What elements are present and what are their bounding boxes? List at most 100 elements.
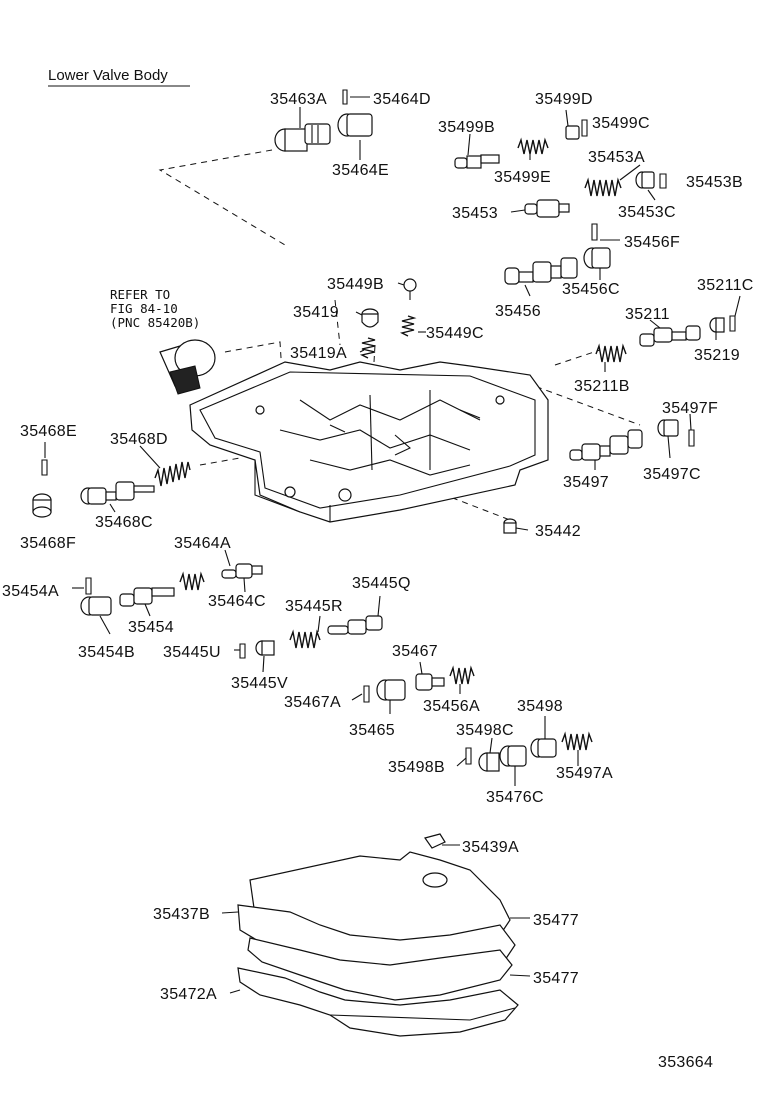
- label-35419A: 35419A: [290, 345, 347, 362]
- ball-35449B-icon: [403, 278, 417, 300]
- label-35445Q: 35445Q: [352, 575, 411, 592]
- sleeve-35465-icon: [376, 679, 406, 701]
- figure-number: 353664: [658, 1054, 713, 1071]
- plug-35463A-icon: [274, 123, 331, 152]
- plate-gasket-lower: [247, 937, 513, 1001]
- label-35468D: 35468D: [110, 431, 168, 448]
- reference-note-line1: REFER TO: [110, 287, 170, 302]
- gasket-35472A: [237, 967, 519, 1037]
- label-35467A: 35467A: [284, 694, 341, 711]
- label-35453B: 35453B: [686, 174, 743, 191]
- valve-35497-icon: [569, 429, 643, 461]
- valve-35464C-icon: [221, 563, 263, 579]
- label-35497A: 35497A: [556, 765, 613, 782]
- label-35497F: 35497F: [662, 400, 718, 417]
- sleeve-35454B-icon: [80, 596, 112, 616]
- spring-35497A-icon: [561, 731, 593, 751]
- label-35497C: 35497C: [643, 466, 701, 483]
- spring-35445R-icon: [289, 629, 321, 649]
- label-35499D: 35499D: [535, 91, 593, 108]
- label-35476C: 35476C: [486, 789, 544, 806]
- spring-35456A-icon: [449, 665, 475, 685]
- valve-35499B-icon: [454, 154, 500, 169]
- label-35464E: 35464E: [332, 162, 389, 179]
- valve-body: [189, 361, 549, 523]
- label-35453A: 35453A: [588, 149, 645, 166]
- part-labels: 35463A 35464D 35464E 35499D 35499B 35499…: [2, 91, 753, 1003]
- pin-35468E-icon: [41, 459, 48, 476]
- label-35465: 35465: [349, 722, 395, 739]
- label-35472A: 35472A: [160, 986, 217, 1003]
- label-35456: 35456: [495, 303, 541, 320]
- label-35453: 35453: [452, 205, 498, 222]
- valve-35467-icon: [415, 673, 445, 691]
- solenoid-icon: [159, 339, 216, 395]
- label-35498: 35498: [517, 698, 563, 715]
- pin-35464D-icon: [342, 89, 348, 105]
- reference-note: REFER TO FIG 84-10 (PNC 85420B): [110, 287, 200, 330]
- diagram-title: Lower Valve Body: [48, 67, 168, 84]
- label-35464A: 35464A: [174, 535, 231, 552]
- label-35464C: 35464C: [208, 593, 266, 610]
- label-35467: 35467: [392, 643, 438, 660]
- label-35456C: 35456C: [562, 281, 620, 298]
- reference-note-line2: FIG 84-10: [110, 301, 178, 316]
- label-35442: 35442: [535, 523, 581, 540]
- pin-35499C-icon: [581, 119, 588, 137]
- piston-35419-icon: [361, 308, 379, 328]
- label-35468E: 35468E: [20, 423, 77, 440]
- label-35468F: 35468F: [20, 535, 76, 552]
- pin-35498B-icon: [465, 747, 472, 765]
- pin-35456F-icon: [591, 223, 598, 241]
- sleeve-35497C-icon: [657, 419, 679, 437]
- valve-35453-icon: [524, 199, 570, 218]
- sleeve-35453C-icon: [635, 171, 655, 189]
- plug-35468F-icon: [32, 493, 52, 518]
- pin-35211C-icon: [729, 315, 736, 332]
- plug-35442-icon: [503, 518, 517, 534]
- pin-35454A-icon: [85, 577, 92, 595]
- spring-35468D-icon: [154, 461, 191, 487]
- label-35498C: 35498C: [456, 722, 514, 739]
- label-35445R: 35445R: [285, 598, 343, 615]
- label-35463A: 35463A: [270, 91, 327, 108]
- leader-lines: [44, 96, 741, 994]
- label-35499B: 35499B: [438, 119, 495, 136]
- label-35445V: 35445V: [231, 675, 288, 692]
- spring-35453A-icon: [584, 177, 622, 197]
- label-35211B: 35211B: [574, 378, 630, 395]
- sleeve-35464E-icon: [337, 113, 373, 137]
- label-35464D: 35464D: [373, 91, 431, 108]
- label-35211: 35211: [625, 306, 670, 323]
- label-35439A: 35439A: [462, 839, 519, 856]
- label-35454B: 35454B: [78, 644, 135, 661]
- label-35437B: 35437B: [153, 906, 210, 923]
- label-35456A: 35456A: [423, 698, 480, 715]
- label-35454A: 35454A: [2, 583, 59, 600]
- spring-35464A-icon: [179, 571, 205, 591]
- label-35454: 35454: [128, 619, 174, 636]
- label-35468C: 35468C: [95, 514, 153, 531]
- pin-35453B-icon: [659, 173, 667, 189]
- valve-35456-icon: [504, 257, 578, 285]
- reference-note-line3: (PNC 85420B): [110, 315, 200, 330]
- valve-35445Q-icon: [327, 615, 383, 635]
- label-35449C: 35449C: [426, 325, 484, 342]
- sleeve-35499D-icon: [565, 125, 580, 140]
- plug-35445V-icon: [255, 640, 275, 656]
- plug-35498C-icon: [478, 752, 500, 772]
- label-35456F: 35456F: [624, 234, 680, 251]
- label-35477-lower: 35477: [533, 970, 579, 987]
- pin-35445U-icon: [239, 643, 246, 659]
- label-35453C: 35453C: [618, 204, 676, 221]
- plug-35219-icon: [709, 317, 725, 333]
- strainer-35439A-icon: [424, 833, 446, 849]
- sleeve-35476C-icon: [499, 745, 527, 767]
- sleeve-35456C-icon: [583, 247, 611, 269]
- label-35419: 35419: [293, 304, 339, 321]
- spring-35211B-icon: [595, 343, 627, 363]
- label-35449B: 35449B: [327, 276, 384, 293]
- label-35219: 35219: [694, 347, 740, 364]
- spring-35499E-icon: [517, 137, 549, 155]
